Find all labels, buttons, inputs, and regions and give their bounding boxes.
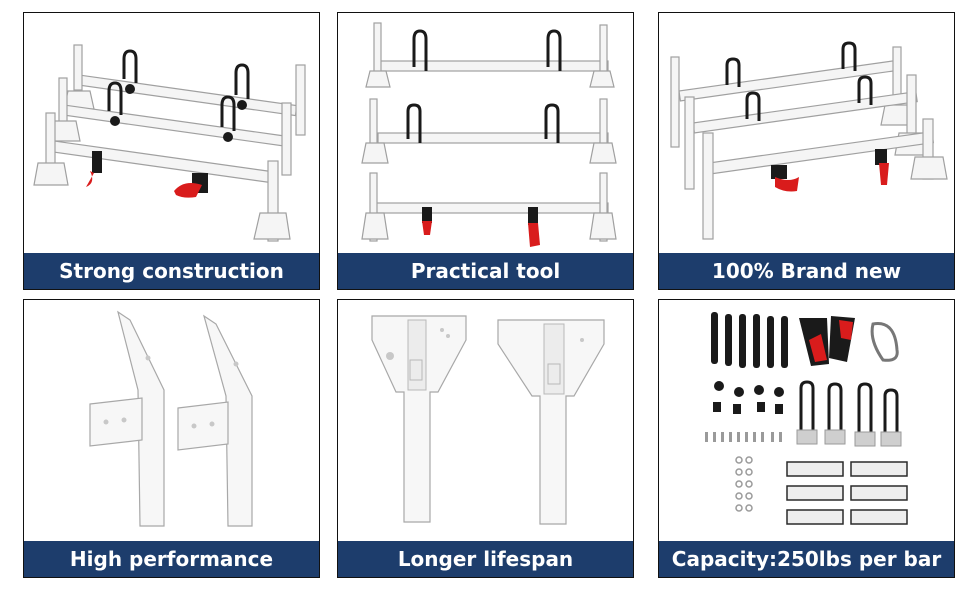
mounting-brackets-front-image [371,315,605,525]
caption-practical-tool: Practical tool [338,253,633,289]
hardware-kit-image [705,312,908,525]
ladder-rack-perspective-image [33,44,306,242]
ladder-rack-front-view-image [361,22,617,247]
caption-strong-construction: Strong construction [24,253,319,289]
caption-capacity: Capacity:250lbs per bar [659,541,954,577]
tile-capacity: Capacity:250lbs per bar [658,299,955,578]
mounting-brackets-side-image [89,310,253,527]
caption-high-performance: High performance [24,541,319,577]
tile-high-performance: High performance [23,299,320,578]
tile-longer-lifespan: Longer lifespan [337,299,634,578]
ladder-rack-angle-image [670,41,948,240]
caption-longer-lifespan: Longer lifespan [338,541,633,577]
caption-brand-new: 100% Brand new [659,253,954,289]
tile-brand-new: 100% Brand new [658,12,955,290]
tile-practical-tool: Practical tool [337,12,634,290]
tile-strong-construction: Strong construction [23,12,320,290]
